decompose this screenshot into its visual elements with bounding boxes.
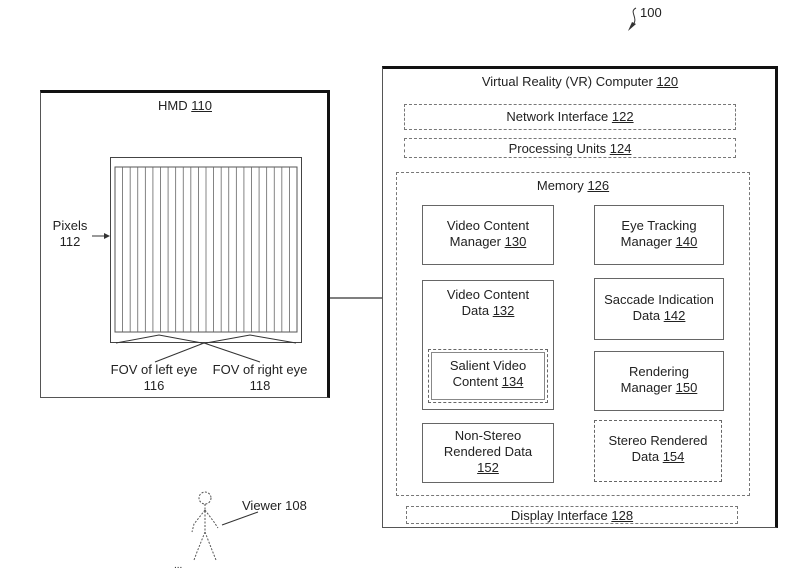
network-interface-ref: 122 — [612, 109, 634, 124]
fov-right-ref: 118 — [200, 378, 320, 394]
figure-ref-number: 100 — [640, 5, 662, 21]
rendering-manager-ref: 150 — [676, 380, 698, 395]
hmd-title-ref: 110 — [191, 98, 212, 113]
hmd-display-panel — [110, 157, 302, 345]
rendering-manager-line2: Manager — [621, 380, 672, 395]
figure-ref-arrowhead — [628, 22, 636, 31]
saccade-indication-data-box: Saccade Indication Data 142 — [594, 278, 724, 340]
video-content-data-line2: Data — [462, 303, 489, 318]
video-content-data-line1: Video Content — [423, 287, 553, 303]
fov-right-leader — [204, 343, 260, 362]
non-stereo-rendered-data-box: Non-Stereo Rendered Data 152 — [422, 423, 554, 483]
vr-computer-title-ref: 120 — [656, 74, 678, 89]
video-content-manager-line1: Video Content — [423, 218, 553, 234]
display-interface-ref: 128 — [611, 508, 633, 523]
fov-right-text: FOV of right eye — [200, 362, 320, 378]
fov-left-leader — [155, 343, 204, 362]
processing-units-ref: 124 — [610, 141, 632, 156]
hmd-title: HMD 110 — [40, 98, 330, 114]
saccade-indication-line1: Saccade Indication — [595, 292, 723, 308]
eye-tracking-manager-ref: 140 — [676, 234, 698, 249]
viewer-ellipsis: ... — [174, 558, 182, 574]
display-interface-label: Display Interface — [511, 508, 608, 523]
processing-units-label: Processing Units — [509, 141, 607, 156]
video-content-data-ref: 132 — [493, 303, 515, 318]
network-interface-box: Network Interface 122 — [404, 104, 736, 130]
pixels-label: Pixels 112 — [48, 218, 92, 250]
processing-units-box: Processing Units 124 — [404, 138, 736, 158]
salient-video-content-line2: Content — [453, 374, 499, 389]
viewer-figure — [192, 492, 218, 560]
video-content-manager-ref: 130 — [505, 234, 527, 249]
pixels-label-ref: 112 — [48, 234, 92, 250]
video-content-manager-line2: Manager — [450, 234, 501, 249]
salient-video-content-ref: 134 — [502, 374, 524, 389]
hmd-title-label: HMD — [158, 98, 188, 113]
rendering-manager-line1: Rendering — [595, 364, 723, 380]
vr-computer-title-label: Virtual Reality (VR) Computer — [482, 74, 653, 89]
display-interface-box: Display Interface 128 — [406, 506, 738, 524]
eye-tracking-manager-box: Eye Tracking Manager 140 — [594, 205, 724, 265]
video-content-manager-box: Video Content Manager 130 — [422, 205, 554, 265]
fov-left-text: FOV of left eye — [98, 362, 210, 378]
memory-ref: 126 — [587, 178, 609, 193]
eye-tracking-manager-line2: Manager — [621, 234, 672, 249]
rendering-manager-box: Rendering Manager 150 — [594, 351, 724, 411]
non-stereo-line1: Non-Stereo — [423, 428, 553, 444]
viewer-label: Viewer 108 — [242, 498, 307, 514]
fov-right-label: FOV of right eye 118 — [200, 362, 320, 394]
stereo-rendered-data-box: Stereo Rendered Data 154 — [594, 420, 722, 482]
memory-title: Memory 126 — [396, 178, 750, 194]
vr-computer-title: Virtual Reality (VR) Computer 120 — [382, 74, 778, 90]
stereo-line1: Stereo Rendered — [595, 433, 721, 449]
pixels-label-text: Pixels — [48, 218, 92, 234]
eye-tracking-manager-line1: Eye Tracking — [595, 218, 723, 234]
salient-video-content-box: Salient Video Content 134 — [428, 349, 548, 403]
saccade-indication-ref: 142 — [664, 308, 686, 323]
non-stereo-ref: 152 — [423, 460, 553, 476]
fov-left-ref: 116 — [98, 378, 210, 394]
saccade-indication-line2: Data — [633, 308, 660, 323]
memory-label: Memory — [537, 178, 584, 193]
fov-left-label: FOV of left eye 116 — [98, 362, 210, 394]
stereo-ref: 154 — [663, 449, 685, 464]
non-stereo-line2: Rendered Data — [423, 444, 553, 460]
stereo-line2: Data — [632, 449, 659, 464]
salient-video-content-line1: Salient Video — [429, 358, 547, 374]
network-interface-label: Network Interface — [506, 109, 608, 124]
